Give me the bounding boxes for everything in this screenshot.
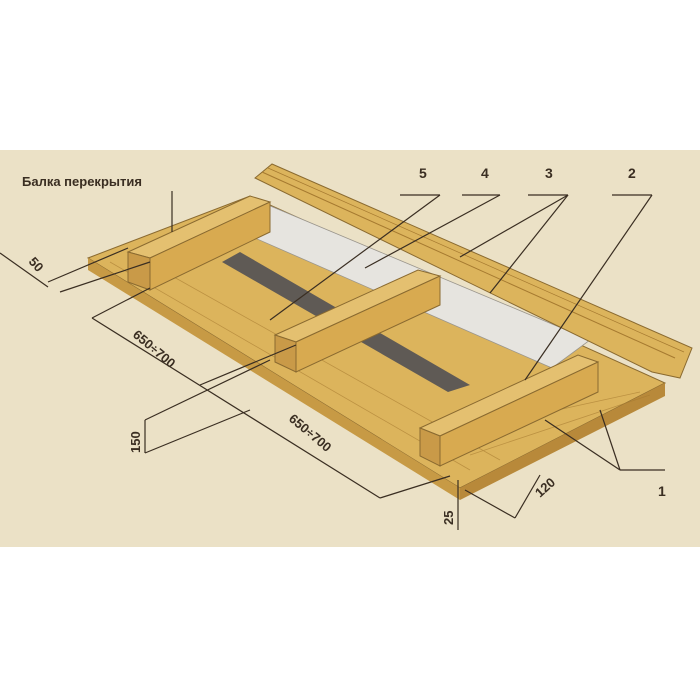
middle-cross-beam xyxy=(273,269,442,373)
callout-1: 1 xyxy=(658,483,666,499)
beam-label: Балка перекрытия xyxy=(22,174,142,189)
callout-2: 2 xyxy=(628,165,636,181)
dim-25: 25 xyxy=(441,511,456,525)
callout-4: 4 xyxy=(481,165,489,181)
back-log xyxy=(254,163,693,379)
callout-5: 5 xyxy=(419,165,427,181)
dim-150: 150 xyxy=(128,431,143,453)
left-cross-beam xyxy=(126,195,272,291)
callout-3: 3 xyxy=(545,165,553,181)
callout-lines xyxy=(171,191,665,471)
dimension-lines xyxy=(0,247,541,530)
